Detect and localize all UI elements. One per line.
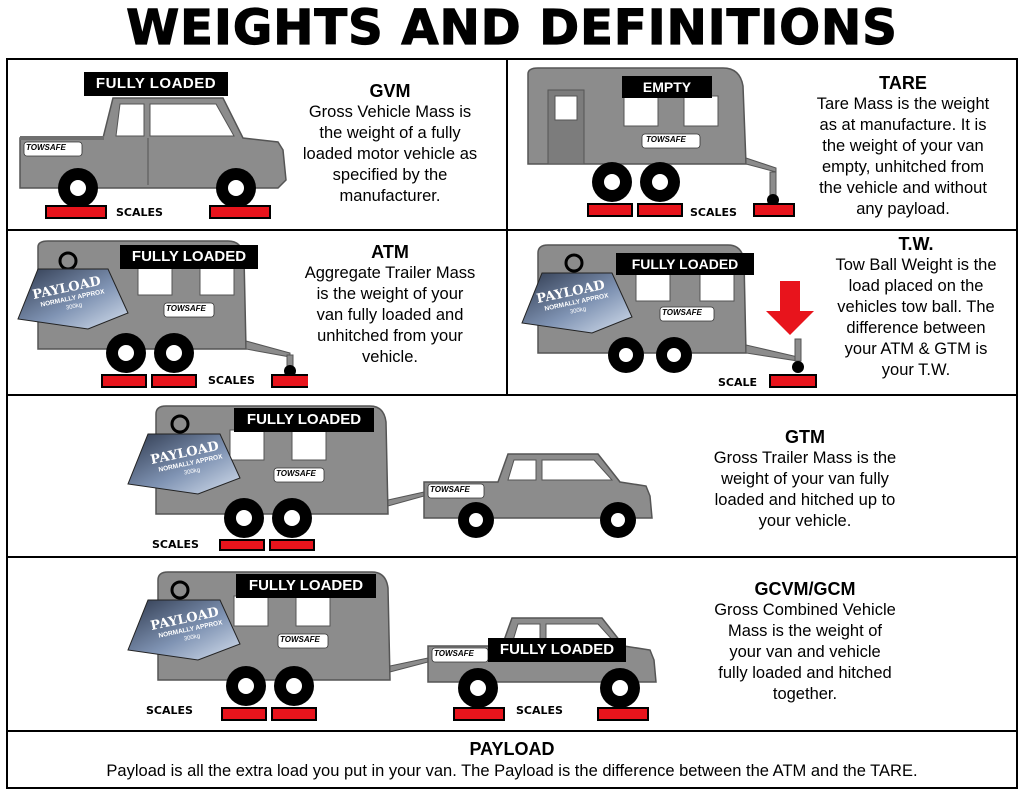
fully-loaded-label-ute: FULLY LOADED [488, 638, 626, 662]
towsafe-logo: TOWSAFE [646, 135, 686, 144]
gvm-text-line: Gross Vehicle Mass is [308, 103, 472, 121]
scale-pad [209, 205, 271, 219]
atm-panel: PAYLOAD NORMALLY APPROX 300kg TOWSAFE FU… [8, 231, 506, 393]
gtm-text-line: weight of your van fully [721, 470, 889, 488]
towsafe-logo: TOWSAFE [662, 308, 702, 317]
towball-caravan-illustration [521, 244, 817, 388]
tw-panel: PAYLOAD NORMALLY APPROX 300kg TOWSAFE FU… [508, 231, 1016, 393]
tare-text-line: as at manufacture. It is [819, 116, 987, 134]
atm-text-line: vehicle. [362, 348, 418, 366]
fully-loaded-label-caravan: FULLY LOADED [236, 574, 376, 598]
tw-text-line: vehicles tow ball. The [837, 298, 995, 316]
gcvm-text-line: together. [772, 685, 838, 703]
row-divider-2 [6, 394, 1018, 396]
fully-loaded-label: FULLY LOADED [616, 253, 754, 275]
tare-definition: TARE Tare Mass is the weight as at manuf… [798, 72, 1008, 220]
payload-text: Payload is all the extra load you put in… [106, 762, 918, 780]
scales-label: SCALES [516, 704, 563, 717]
gcvm-text-line: fully loaded and hitched [718, 664, 892, 682]
atm-text-line: unhitched from your [317, 327, 463, 345]
gvm-text-line: loaded motor vehicle as [302, 145, 478, 163]
towsafe-logo: TOWSAFE [276, 469, 316, 478]
gcvm-text-line: Mass is the weight of [727, 622, 883, 640]
scales-label: SCALES [116, 206, 163, 219]
atm-text-line: van fully loaded and [316, 306, 464, 324]
scales-label: SCALES [208, 374, 255, 387]
fully-loaded-label: FULLY LOADED [234, 408, 374, 432]
caravan-hitched-to-ute-illustration [127, 405, 653, 551]
scales-label: SCALES [690, 206, 737, 219]
wheel-icon [58, 168, 256, 208]
gtm-definition: GTM Gross Trailer Mass is the weight of … [680, 426, 930, 532]
tare-panel: TOWSAFE EMPTY SCALES TARE Tare Mass is t… [508, 60, 1016, 228]
row-divider-4 [6, 730, 1018, 732]
gcvm-panel: PAYLOAD NORMALLY APPROX 300kg TOWSAFE TO… [8, 558, 1016, 729]
tare-text-line: any payload. [856, 200, 950, 218]
gtm-panel: PAYLOAD NORMALLY APPROX 300kg TOWSAFE TO… [8, 396, 1016, 555]
tw-heading: T.W. [898, 234, 934, 254]
diagram-frame [6, 58, 1018, 789]
gvm-text-line: the weight of a fully [319, 124, 461, 142]
tw-definition: T.W. Tow Ball Weight is the load placed … [820, 233, 1012, 381]
gvm-text-line: manufacturer. [339, 187, 441, 205]
gvm-panel: TOWSAFE FULLY LOADED SCALES GVM Gross Ve… [8, 60, 506, 228]
down-arrow-icon [766, 281, 814, 335]
gtm-heading: GTM [785, 427, 825, 447]
gcvm-definition: GCVM/GCM Gross Combined Vehicle Mass is … [680, 578, 930, 705]
atm-text-line: Aggregate Trailer Mass [304, 264, 476, 282]
payload-definition: PAYLOAD Payload is all the extra load yo… [8, 738, 1016, 782]
gcvm-text-line: your van and vehicle [729, 643, 881, 661]
tw-text-line: difference between [846, 319, 986, 337]
tw-text-line: your ATM & GTM is [844, 340, 988, 358]
tw-text-line: your T.W. [881, 361, 951, 379]
page-title: WEIGHTS AND DEFINITIONS [126, 0, 898, 57]
tw-text-line: Tow Ball Weight is the [835, 256, 997, 274]
towsafe-logo: TOWSAFE [166, 304, 206, 313]
tare-text-line: the weight of your van [822, 137, 984, 155]
towsafe-logo: TOWSAFE [280, 635, 320, 644]
ute-illustration [19, 97, 287, 219]
tare-text-line: Tare Mass is the weight [816, 95, 990, 113]
column-divider [506, 58, 508, 396]
payload-heading: PAYLOAD [469, 739, 555, 759]
gcvm-heading: GCVM/GCM [754, 579, 856, 599]
gvm-definition: GVM Gross Vehicle Mass is the weight of … [290, 80, 490, 207]
tare-text-line: the vehicle and without [819, 179, 987, 197]
empty-label: EMPTY [622, 76, 712, 98]
tare-heading: TARE [879, 73, 927, 93]
gtm-text-line: loaded and hitched up to [714, 491, 896, 509]
gvm-heading: GVM [369, 81, 411, 101]
towsafe-logo: TOWSAFE [26, 143, 66, 152]
atm-definition: ATM Aggregate Trailer Mass is the weight… [290, 241, 490, 368]
scales-label: SCALES [146, 704, 193, 717]
towsafe-logo: TOWSAFE [434, 649, 474, 658]
atm-text-line: is the weight of your [316, 285, 464, 303]
scales-label: SCALES [152, 538, 199, 551]
towsafe-logo: TOWSAFE [430, 485, 470, 494]
gcvm-text-line: Gross Combined Vehicle [714, 601, 896, 619]
row-divider-1 [6, 229, 1018, 231]
tare-text-line: empty, unhitched from [821, 158, 985, 176]
row-divider-3 [6, 556, 1018, 558]
tw-text-line: load placed on the [848, 277, 984, 295]
gtm-text-line: Gross Trailer Mass is the [713, 449, 897, 467]
scale-label: SCALE [718, 376, 758, 389]
atm-heading: ATM [371, 242, 409, 262]
gvm-text-line: specified by the [332, 166, 448, 184]
fully-loaded-label: FULLY LOADED [84, 72, 228, 96]
gtm-text-line: your vehicle. [758, 512, 852, 530]
scale-pad [45, 205, 107, 219]
fully-loaded-label: FULLY LOADED [120, 245, 258, 269]
